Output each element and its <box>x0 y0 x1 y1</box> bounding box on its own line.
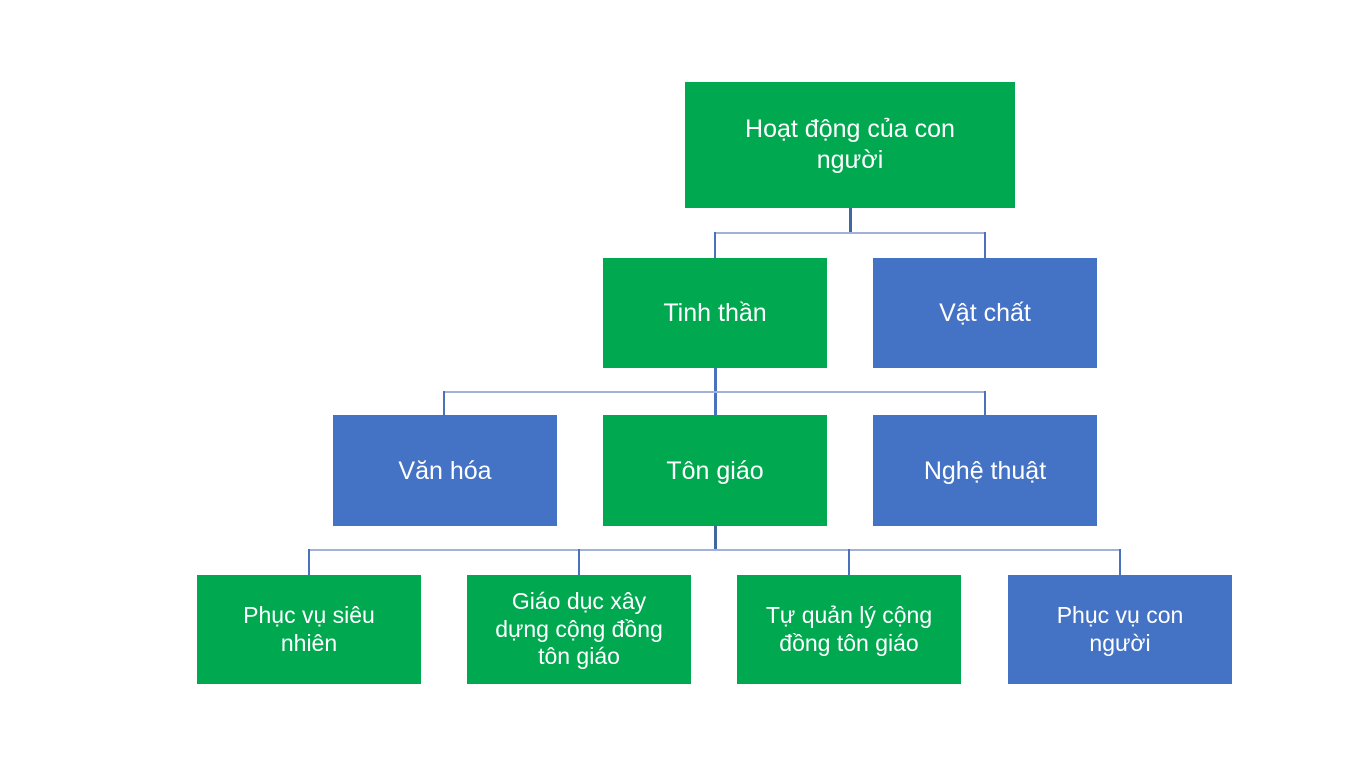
node-label: Phục vụ siêu nhiên <box>243 601 375 656</box>
node-nghe-thuat[interactable]: Nghệ thuật <box>873 415 1097 526</box>
node-label: Tự quản lý cộng đồng tôn giáo <box>765 601 933 656</box>
connector-l2-drop-left <box>443 391 445 415</box>
connector-l1-stub <box>849 208 852 233</box>
node-label: Nghệ thuật <box>923 456 1047 485</box>
node-van-hoa[interactable]: Văn hóa <box>333 415 557 526</box>
node-label: Giáo dục xây dựng cộng đồng tôn giáo <box>495 588 663 670</box>
node-label: Tôn giáo <box>666 456 764 485</box>
node-label: Phục vụ con người <box>1056 601 1184 656</box>
connector-l1-drop-left <box>714 232 716 258</box>
connector-l3-stub <box>714 526 717 550</box>
connector-l2-drop-right <box>984 391 986 415</box>
node-tinh-than[interactable]: Tinh thần <box>603 258 827 368</box>
node-vat-chat[interactable]: Vật chất <box>873 258 1097 368</box>
node-label: Vật chất <box>939 299 1031 327</box>
node-giao-duc-xay-dung-cong-dong[interactable]: Giáo dục xây dựng cộng đồng tôn giáo <box>467 575 691 684</box>
connector-l3-bus <box>308 549 1121 551</box>
connector-l3-drop-3 <box>848 549 850 575</box>
connector-l3-drop-1 <box>308 549 310 575</box>
connector-l2-bus <box>443 391 986 393</box>
connector-l3-drop-4 <box>1119 549 1121 575</box>
node-ton-giao[interactable]: Tôn giáo <box>603 415 827 526</box>
node-label: Hoạt động của con người <box>745 114 955 174</box>
node-phuc-vu-sieu-nhien[interactable]: Phục vụ siêu nhiên <box>197 575 421 684</box>
node-tu-quan-ly-cong-dong[interactable]: Tự quản lý cộng đồng tôn giáo <box>737 575 961 684</box>
connector-l1-bus <box>714 232 986 234</box>
node-label: Tinh thần <box>663 299 767 327</box>
node-phuc-vu-con-nguoi[interactable]: Phục vụ con người <box>1008 575 1232 684</box>
node-label: Văn hóa <box>398 456 492 485</box>
connector-l1-drop-right <box>984 232 986 258</box>
node-hoat-dong-cua-con-nguoi[interactable]: Hoạt động của con người <box>685 82 1015 208</box>
connector-l3-drop-2 <box>578 549 580 575</box>
